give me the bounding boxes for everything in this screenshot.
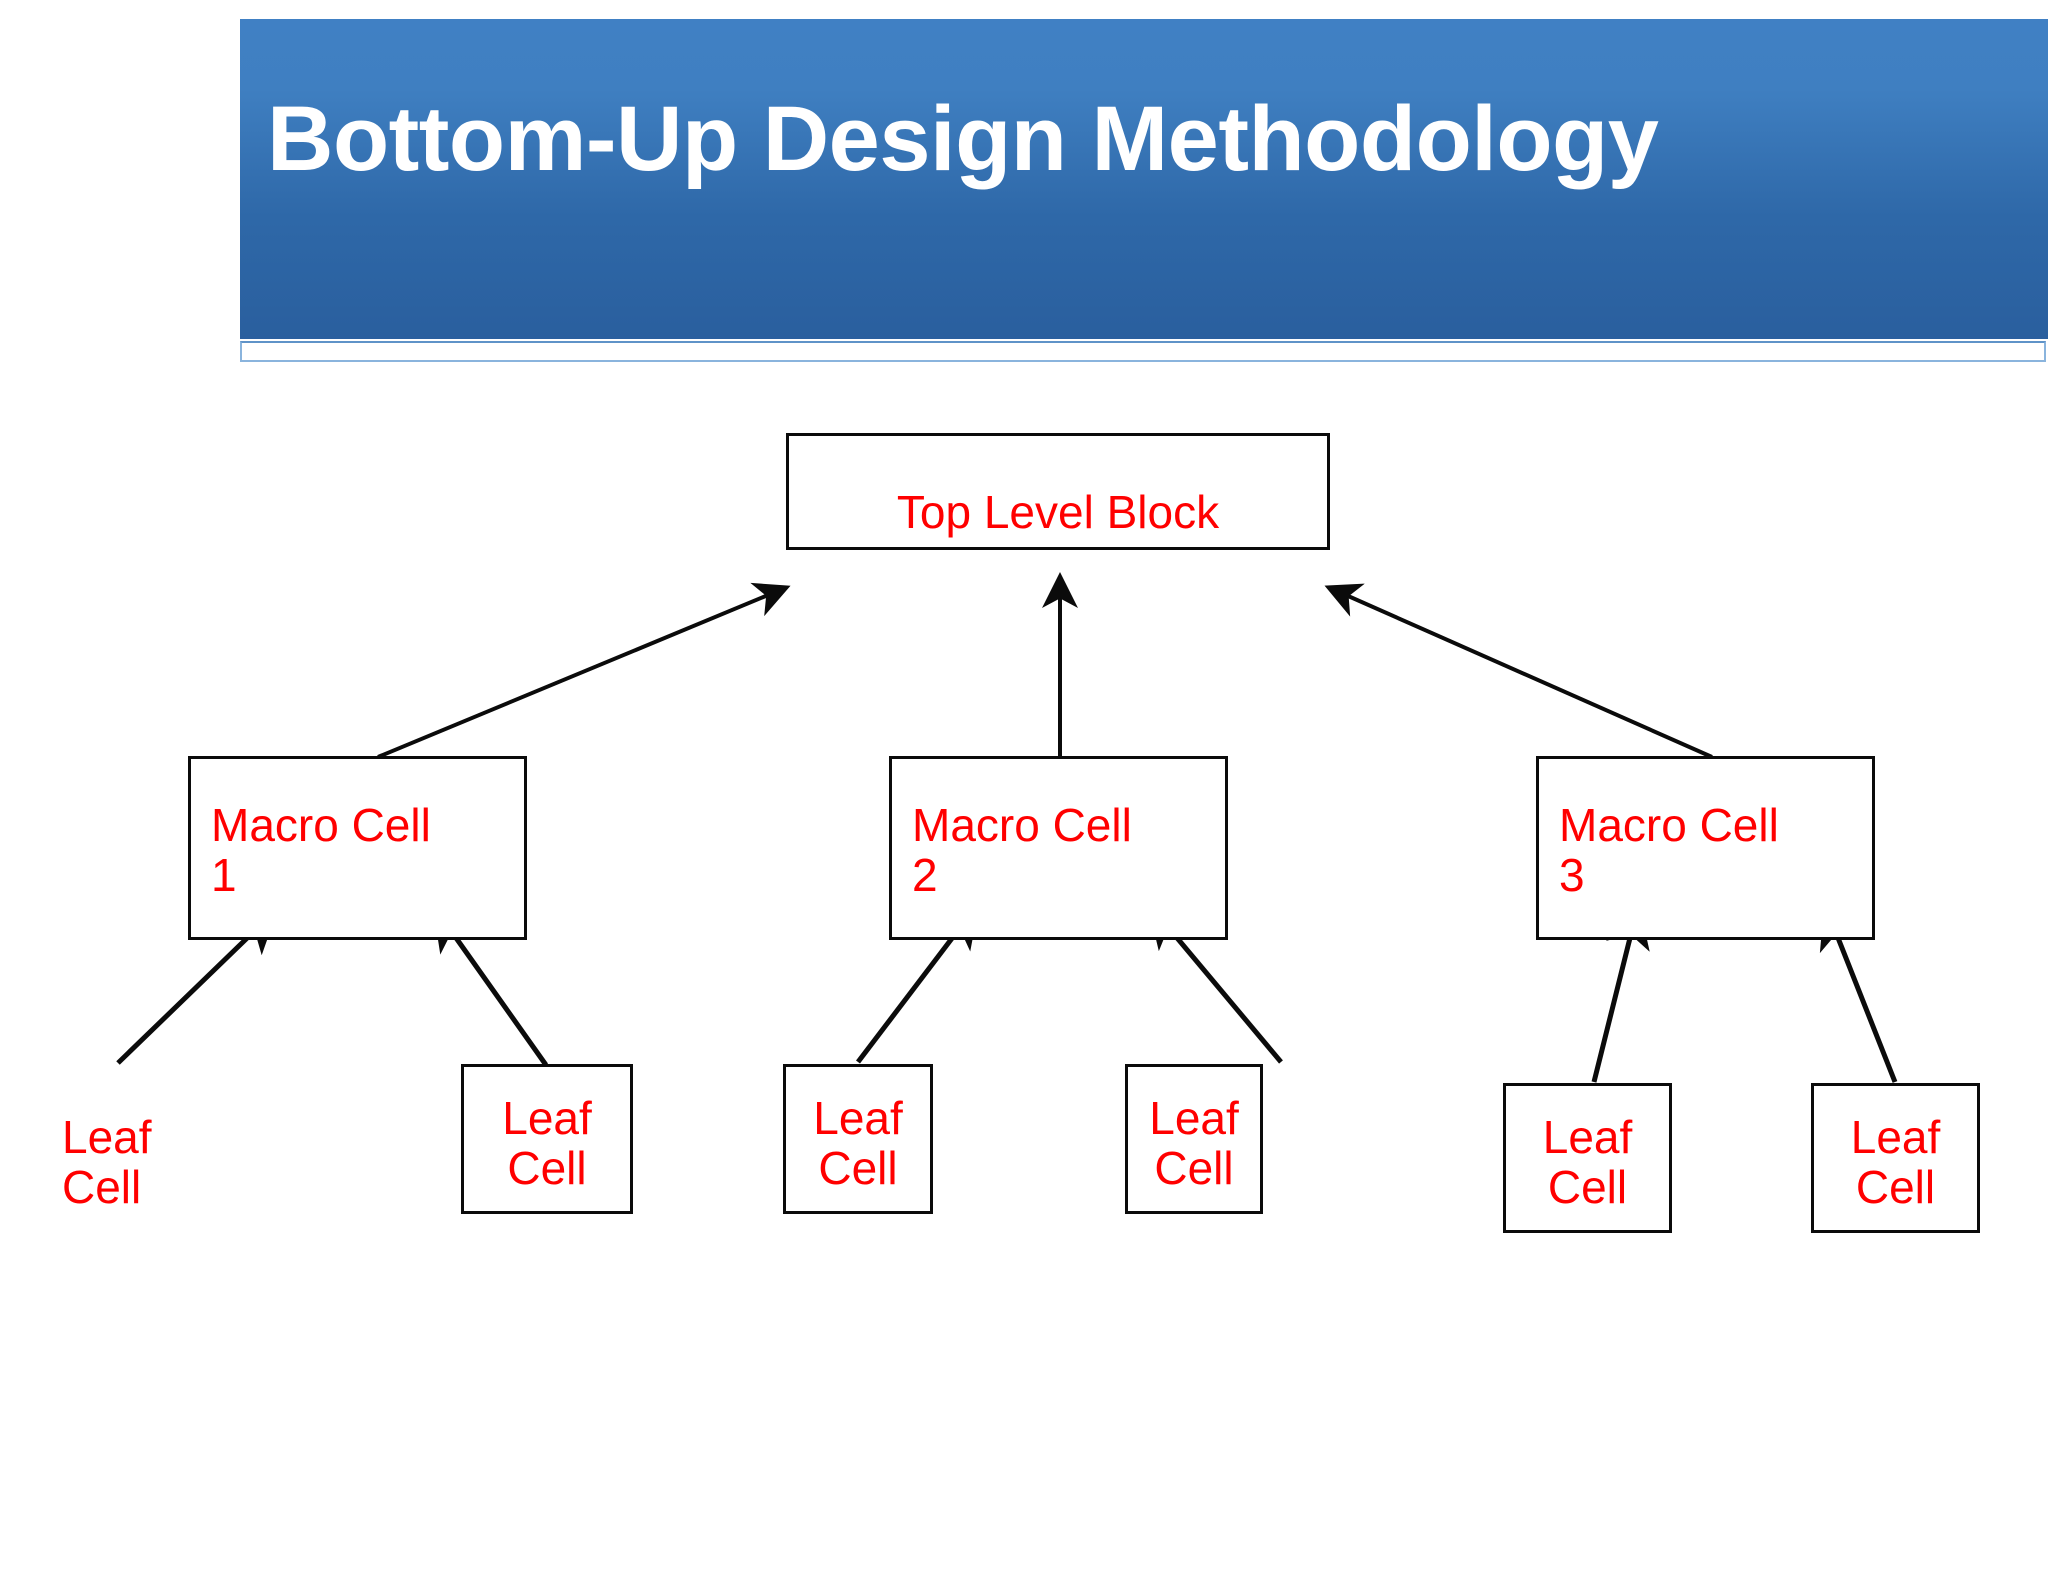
node-top-level-block[interactable]: Top Level Block (786, 433, 1330, 550)
arrow-macro1-to-top (377, 582, 791, 759)
node-top-level-block-label: Top Level Block (896, 486, 1220, 538)
title-accent-bar (240, 341, 2046, 362)
slide-title-banner: Bottom-Up Design Methodology (240, 19, 2048, 339)
page-title: Bottom-Up Design Methodology (267, 88, 1659, 190)
arrow-macro3-to-top (1324, 583, 1713, 759)
